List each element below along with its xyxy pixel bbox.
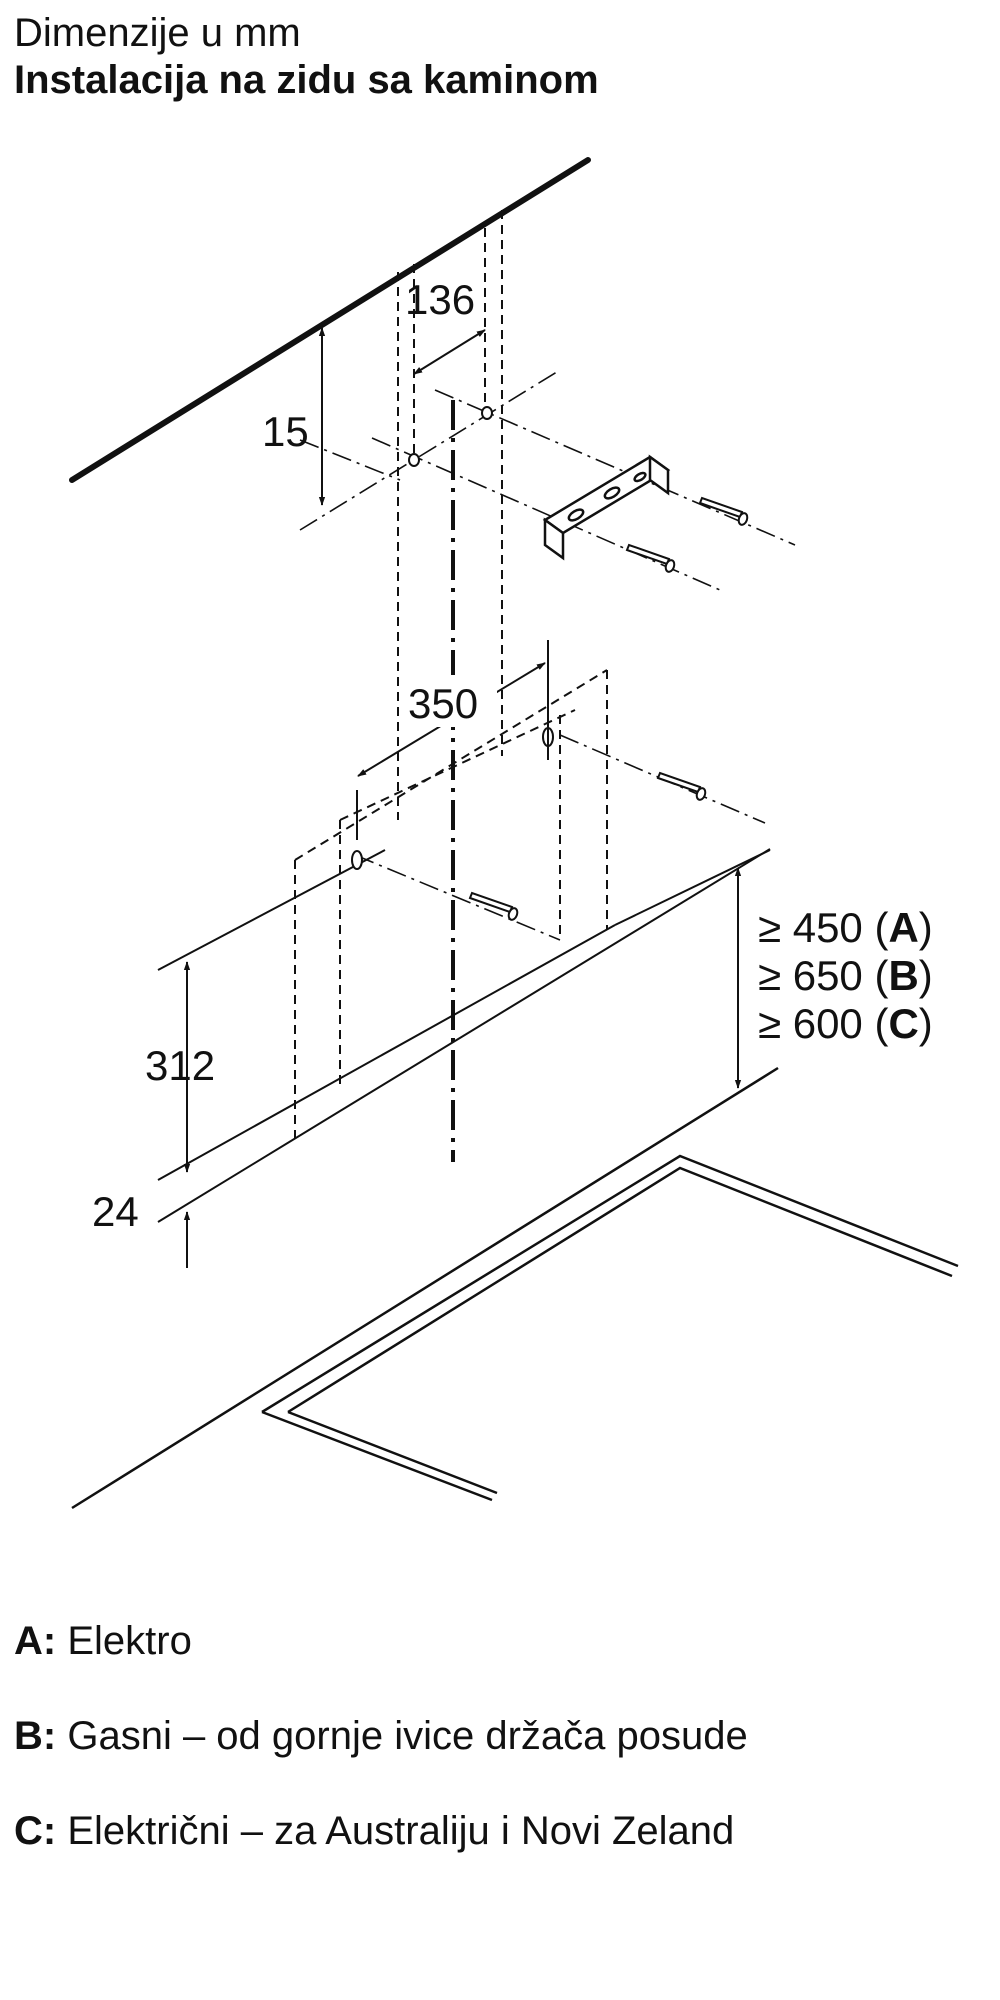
legend-item-a: A: Elektro [14, 1618, 748, 1713]
legend-item-b: B: Gasni – od gornje ivice držača posude [14, 1713, 748, 1808]
dimension-350: 350 [356, 640, 549, 840]
diagram-subtitle: Dimenzije u mm [14, 11, 301, 55]
lower-keyholes [351, 727, 554, 870]
dimension-24: 24 [92, 1188, 191, 1268]
upper-axes [299, 369, 796, 591]
hood-screws [468, 771, 707, 921]
dimension-clearance: ≥ 450 (A) ≥ 650 (B) ≥ 600 (C) [734, 867, 933, 1089]
legend-key: C: [14, 1809, 57, 1853]
cooktop [71, 1066, 959, 1510]
dimension-136: 136 [405, 276, 486, 375]
legend-text: Električni – za Australiju i Novi Zeland [67, 1809, 735, 1853]
dim-24-label: 24 [92, 1188, 139, 1235]
ceiling-line [69, 157, 591, 483]
legend-key: A: [14, 1619, 57, 1663]
legend-text: Elektro [67, 1619, 192, 1663]
dim-136-label: 136 [405, 276, 475, 323]
clearance-b: ≥ 650 (B) [758, 952, 933, 999]
legend-text: Gasni – od gornje ivice držača posude [67, 1714, 748, 1758]
wall-bracket [542, 454, 671, 561]
legend-key: B: [14, 1714, 57, 1758]
header: Dimenzije u mm Instalacija na zidu sa ka… [14, 10, 599, 104]
dim-15-label: 15 [262, 408, 309, 455]
dim-312-label: 312 [145, 1042, 215, 1089]
upper-screw-holes [408, 406, 493, 467]
clearance-c: ≥ 600 (C) [758, 1000, 933, 1047]
dim-350-label: 350 [408, 680, 478, 727]
legend-item-c: C: Električni – za Australiju i Novi Zel… [14, 1808, 748, 1903]
hood-body [157, 848, 771, 1223]
legend: A: Elektro B: Gasni – od gornje ivice dr… [14, 1618, 748, 1903]
clearance-a: ≥ 450 (A) [758, 904, 933, 951]
dimension-312: 312 [145, 961, 215, 1173]
bracket-screws [625, 496, 749, 573]
diagram-title: Instalacija na zidu sa kaminom [14, 58, 599, 102]
dimension-15: 15 [262, 327, 326, 506]
